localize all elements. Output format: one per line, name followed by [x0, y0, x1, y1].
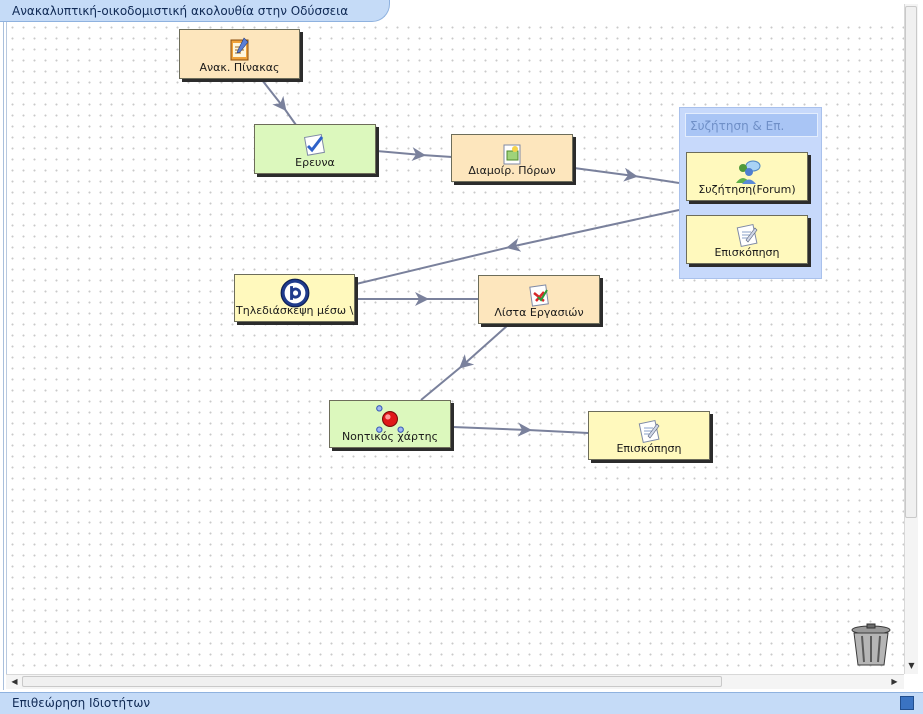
activity-label: Τηλεδιάσκεψη μέσω \	[236, 304, 354, 317]
activity-label: Λίστα Εργασιών	[494, 306, 584, 319]
scroll-right-icon[interactable]: ▶	[891, 677, 898, 686]
activity-label: Επισκόπηση	[616, 442, 682, 455]
review-icon	[736, 223, 758, 248]
activity-label: Ανακ. Πίνακας	[199, 61, 280, 74]
scroll-down-icon[interactable]: ▼	[908, 661, 915, 670]
activity-share-resources[interactable]: Διαμοίρ. Πόρων	[451, 134, 573, 182]
activity-mindmap[interactable]: Νοητικός χάρτης	[329, 400, 451, 448]
group-title: Συζήτηση & Επ.	[685, 113, 818, 137]
activity-forum[interactable]: Συζήτηση(Forum)	[686, 152, 808, 201]
expand-panel-icon[interactable]	[900, 696, 914, 710]
notice-board-icon	[230, 37, 248, 61]
property-inspector-bar[interactable]: Επιθεώρηση Ιδιοτήτων	[0, 692, 923, 714]
property-inspector-label: Επιθεώρηση Ιδιοτήτων	[12, 696, 151, 710]
horizontal-scroll-thumb[interactable]	[22, 676, 722, 687]
activity-label: Ερευνα	[295, 156, 335, 169]
left-frame	[0, 0, 4, 690]
activity-review[interactable]: Επισκόπηση	[588, 411, 710, 460]
activity-label: Νοητικός χάρτης	[341, 430, 439, 443]
task-list-icon	[529, 284, 549, 307]
mindmap-icon	[376, 405, 404, 433]
bigbluebutton-icon	[280, 278, 309, 308]
activity-label: Διαμοίρ. Πόρων	[468, 164, 556, 177]
trash-icon[interactable]	[848, 622, 894, 668]
activity-group-review[interactable]: Επισκόπηση	[686, 215, 808, 264]
scroll-left-icon[interactable]: ◀	[11, 677, 18, 686]
activity-label: Επισκόπηση	[714, 246, 780, 259]
review-icon	[638, 419, 660, 444]
share-resources-icon	[503, 144, 521, 165]
survey-icon	[303, 133, 326, 156]
vertical-scroll-thumb[interactable]	[905, 6, 917, 518]
activity-notice-board[interactable]: Ανακ. Πίνακας	[179, 29, 300, 79]
activity-label: Συζήτηση(Forum)	[698, 183, 796, 196]
forum-icon	[736, 160, 761, 184]
activity-task-list[interactable]: Λίστα Εργασιών	[478, 275, 600, 324]
activity-survey[interactable]: Ερευνα	[254, 124, 376, 174]
sequence-title-tab: Ανακαλυπτική-οικοδομιστική ακολουθία στη…	[0, 0, 390, 22]
activity-videoconference[interactable]: Τηλεδιάσκεψη μέσω \	[234, 274, 355, 322]
